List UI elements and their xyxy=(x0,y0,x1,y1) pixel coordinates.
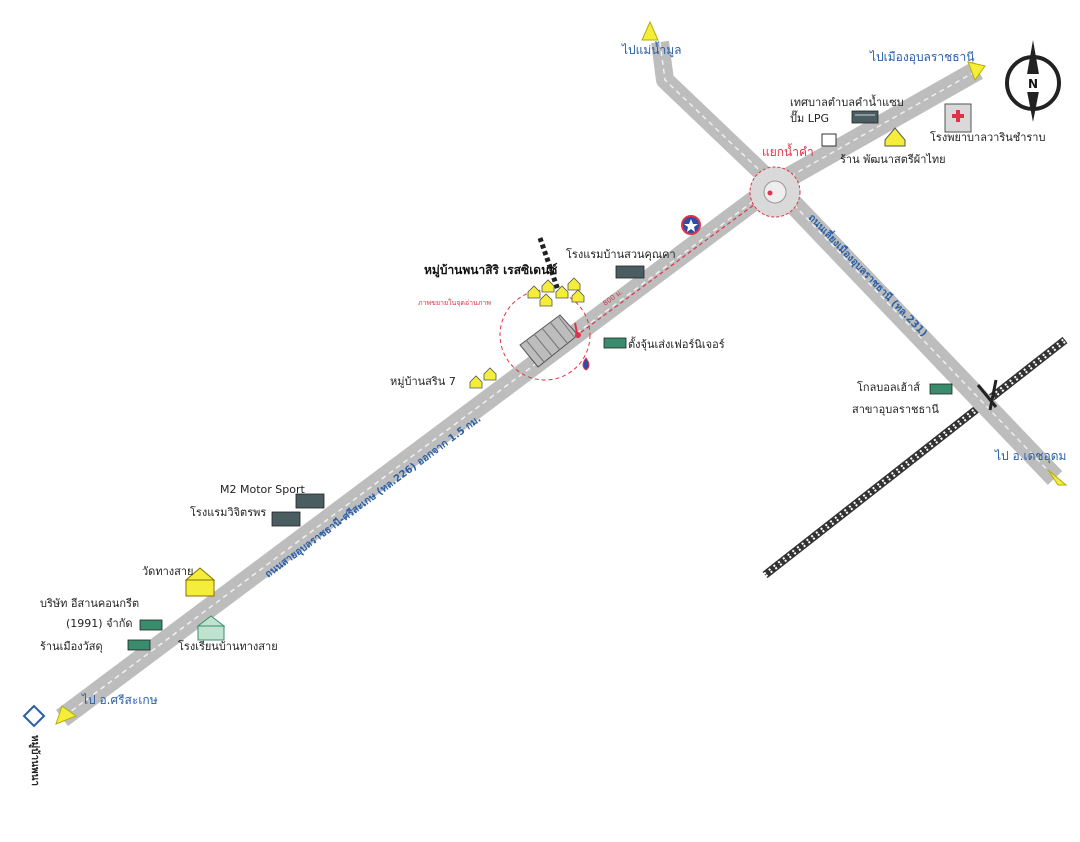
road-to-ubon-city xyxy=(770,61,983,194)
arrow-sisaket-icon xyxy=(55,705,78,725)
pump-icon xyxy=(582,357,590,371)
label-to-nam-mun: ไปแม่น้ำมูล xyxy=(621,41,682,58)
m2-building-icon xyxy=(295,493,325,509)
project-site xyxy=(499,289,591,381)
house-cluster-icon xyxy=(527,277,585,307)
shop-icon xyxy=(884,127,906,147)
label-furniture: ตั้งจุ้นเส่งเฟอร์นิเจอร์ xyxy=(628,336,725,351)
label-school: โรงเรียนบ้านทางสาย xyxy=(178,639,278,653)
roundabout xyxy=(749,166,801,218)
road-to-nam-mun xyxy=(651,40,782,192)
compass-icon: N xyxy=(1005,40,1061,122)
label-mueang-wat: ร้านเมืองวัสดุ xyxy=(40,640,103,653)
gas-station-icon xyxy=(681,215,701,235)
site-road xyxy=(537,237,561,291)
label-lpg: ปั๊ม LPG xyxy=(790,110,829,125)
lpg-icon xyxy=(821,133,837,147)
label-isan-1: บริษัท อีสานคอนกรีต xyxy=(40,597,139,610)
sarin-house-icon xyxy=(469,367,497,389)
label-to-sisaket: ไป อ.ศรีสะเกษ xyxy=(81,693,158,707)
label-global-house-1: โกลบอลเฮ้าส์ xyxy=(857,380,920,394)
arrow-nam-mun-icon xyxy=(641,20,659,41)
isan-concrete-icon xyxy=(139,619,163,631)
label-m2: M2 Motor Sport xyxy=(220,483,305,496)
bypass-road-label: ถนนเลี่ยงเมืองอุบลราชธานี (ทล.231) xyxy=(806,210,931,339)
furniture-icon xyxy=(603,337,627,349)
label-hospital: โรงพยาบาลวารินชำราบ xyxy=(930,130,1045,144)
label-wichit: โรงแรมวิจิตรพร xyxy=(190,505,266,519)
label-hotel-suan: โรงแรมบ้านสวนคุณคา xyxy=(566,247,676,261)
bypass-road xyxy=(767,178,1063,485)
label-to-det-udom: ไป อ.เดชอุดม xyxy=(994,449,1066,464)
main-road xyxy=(56,176,781,727)
hospital-icon xyxy=(944,103,972,133)
project-name: หมู่บ้านพนาสิริ เรสซิเดนซ์ xyxy=(424,263,557,278)
label-shop-thai: ร้าน พัฒนาสตรีผ้าไทย xyxy=(840,153,946,166)
arrow-det-udom-icon xyxy=(1047,469,1068,486)
label-global-house-2: สาขาอุบลราชธานี xyxy=(852,403,939,416)
label-sarin: หมู่บ้านสริน 7 xyxy=(390,375,456,388)
hotel-suan-icon xyxy=(615,265,645,279)
rail-bridge xyxy=(976,379,998,411)
global-house-icon xyxy=(929,383,953,395)
side-logo: หมู่บ้านพนา xyxy=(22,704,46,786)
label-municipality: เทศบาลตำบลคำน้ำแซบ xyxy=(790,94,904,109)
temple-icon xyxy=(184,567,216,597)
arrow-ubon-city-icon xyxy=(967,61,986,82)
project-subtitle: ภาพขยายในจุดอ่านภาพ xyxy=(418,298,491,307)
label-temple: วัดทางสาย xyxy=(142,565,193,578)
side-logo-text: หมู่บ้านพนา xyxy=(28,735,41,786)
wichit-building-icon xyxy=(271,511,301,527)
label-isan-2: (1991) จำกัด xyxy=(66,617,133,630)
railway xyxy=(762,336,1068,579)
municipality-building-icon xyxy=(851,110,879,124)
compass-label: N xyxy=(1028,77,1038,91)
label-to-ubon-city: ไปเมืองอุบลราชธานี xyxy=(869,50,975,65)
intersection-label: แยกน้ำคำ xyxy=(762,143,814,159)
mueang-wat-icon xyxy=(127,639,151,651)
school-icon xyxy=(196,615,226,641)
